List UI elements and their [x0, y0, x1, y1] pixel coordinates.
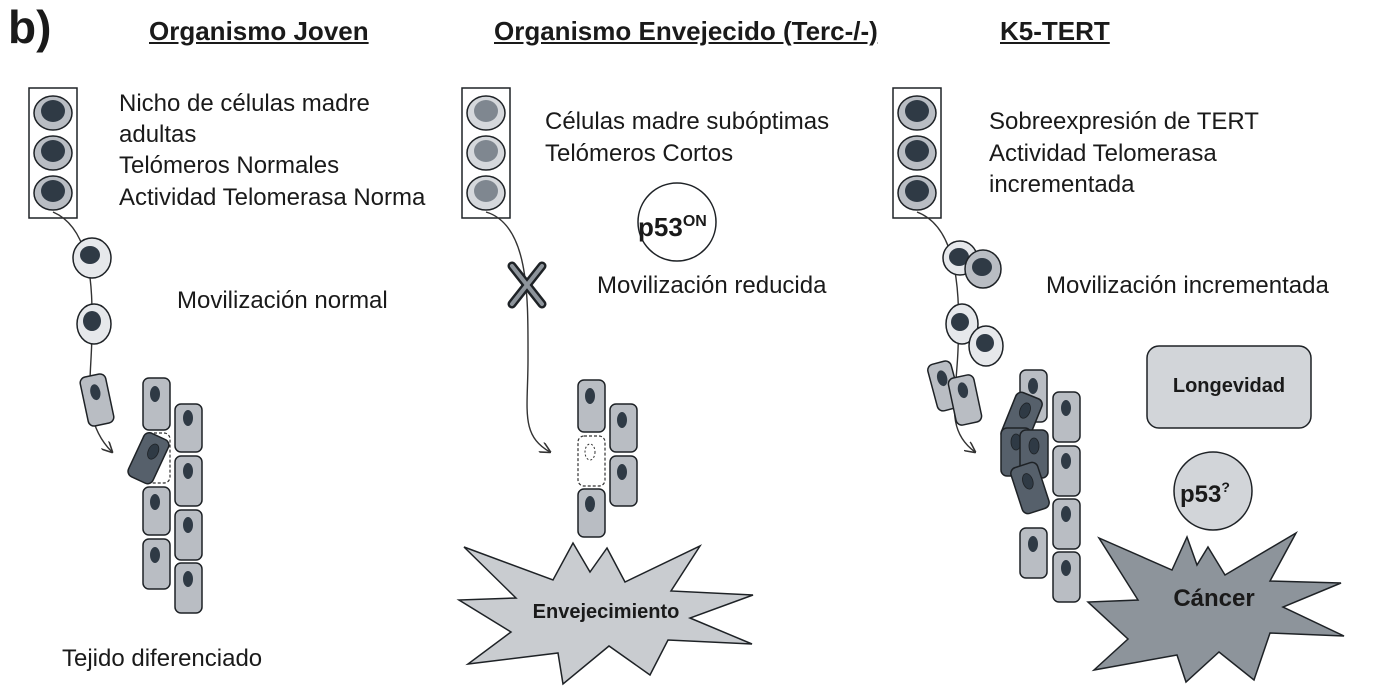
blocked-mark-icon	[507, 261, 547, 309]
aged-niche-line-2: Telómeros Cortos	[545, 140, 734, 167]
p53-question-badge: p53?	[1173, 451, 1253, 531]
cancer-burst: Cáncer	[1086, 530, 1345, 684]
young-niche-line-2: adultas	[119, 121, 197, 148]
p53-question-sup: ?	[1221, 479, 1230, 495]
svg-text:p53?: p53?	[1180, 479, 1230, 508]
cancer-label: Cáncer	[1173, 585, 1254, 612]
migrating-cell	[968, 325, 1004, 367]
young-niche-line-3: Telómeros Normales	[119, 152, 340, 179]
niche-cell	[897, 135, 937, 171]
aging-label: Envejecimiento	[533, 601, 680, 623]
k5-migration-arrow	[916, 211, 975, 452]
title-young: Organismo Joven	[149, 16, 369, 46]
aged-mobilization: Movilización reducida	[597, 272, 827, 299]
migrating-cell	[76, 303, 112, 345]
panel-label: b)	[8, 1, 52, 53]
aged-tissue	[577, 379, 638, 538]
p53-on-sup: ON	[683, 213, 707, 230]
longevity-box: Longevidad	[1146, 345, 1312, 429]
young-niche-line-4: Actividad Telomerasa Norma	[119, 184, 426, 211]
p53-on-badge: p53ON	[637, 182, 717, 262]
k5-niche-line-3: incrementada	[989, 171, 1135, 198]
niche-cell	[33, 175, 73, 211]
aged-niche	[461, 87, 511, 219]
title-aged: Organismo Envejecido (Terc-/-)	[494, 16, 878, 46]
title-k5tert: K5-TERT	[1000, 16, 1110, 46]
longevity-label: Longevidad	[1173, 375, 1285, 397]
svg-text:p53ON: p53ON	[638, 212, 707, 242]
niche-cell	[466, 175, 506, 211]
tissue-label: Tejido diferenciado	[62, 645, 263, 672]
niche-cell	[466, 135, 506, 171]
k5-niche-line-2: Actividad Telomerasa	[989, 140, 1217, 167]
k5-tissue	[1000, 369, 1081, 603]
young-mobilization: Movilización normal	[177, 287, 388, 314]
aged-migration-arrow	[485, 211, 550, 452]
migrating-cell	[945, 303, 979, 345]
aged-niche-line-1: Células madre subóptimas	[545, 108, 830, 135]
young-tissue	[142, 377, 203, 614]
niche-cell	[897, 95, 937, 131]
migrating-cell	[72, 237, 112, 279]
k5-niche	[892, 87, 942, 219]
niche-cell	[33, 135, 73, 171]
niche-cell	[33, 95, 73, 131]
tumor-cluster	[1000, 391, 1050, 515]
niche-cell	[897, 175, 937, 211]
integrating-cell	[127, 431, 170, 485]
p53-question-base: p53	[1180, 481, 1221, 508]
migrating-cell	[947, 374, 983, 426]
k5-niche-line-1: Sobreexpresión de TERT	[989, 108, 1259, 135]
p53-on-base: p53	[638, 212, 683, 242]
young-niche	[28, 87, 78, 219]
aging-burst: Envejecimiento	[456, 541, 754, 686]
migrating-cell	[964, 249, 1002, 289]
niche-cell	[466, 95, 506, 131]
k5-mobilization: Movilización incrementada	[1046, 272, 1329, 299]
migrating-cell	[79, 373, 115, 427]
young-niche-line-1: Nicho de células madre	[119, 90, 370, 117]
